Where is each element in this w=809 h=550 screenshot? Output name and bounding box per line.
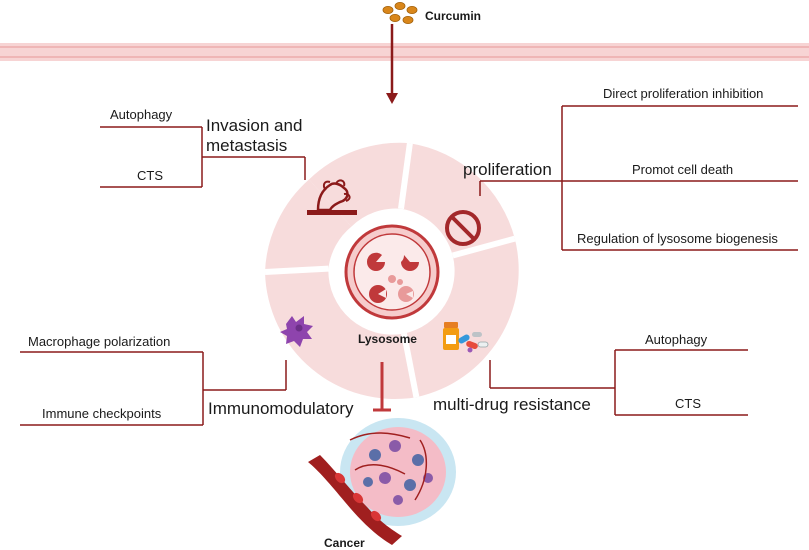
invasion-item: CTS — [137, 168, 163, 183]
proliferation-title: proliferation — [463, 160, 552, 179]
curcumin-label: Curcumin — [425, 9, 482, 23]
connector-lines — [20, 105, 798, 426]
proliferation-item: Direct proliferation inhibition — [603, 86, 764, 101]
invasion-title-line1: Invasion and — [206, 116, 303, 135]
immuno-item: Macrophage polarization — [28, 334, 171, 349]
mdr-title: multi-drug resistance — [433, 395, 591, 414]
invasion-title-line2: metastasis — [206, 136, 288, 155]
cell-membrane — [0, 43, 809, 61]
macrophage-icon — [280, 316, 313, 347]
ring-gaps — [264, 142, 516, 398]
lysosome-label: Lysosome — [358, 332, 417, 346]
inhibition-line — [373, 362, 391, 412]
prohibition-icon — [445, 210, 481, 246]
cancer-label: Cancer — [324, 536, 365, 550]
invasion-metastasis-icon — [307, 179, 357, 215]
entry-arrow — [386, 24, 398, 104]
mdr-item: Autophagy — [645, 332, 708, 347]
cancer-tumor-icon — [308, 418, 456, 545]
curcumin-icon — [382, 2, 418, 24]
mdr-item: CTS — [675, 396, 701, 411]
pill-bottle-icon — [443, 322, 489, 353]
lysosome-icon — [340, 221, 444, 325]
proliferation-item: Promot cell death — [632, 162, 734, 177]
proliferation-item: Regulation of lysosome biogenesis — [577, 231, 778, 246]
immuno-item: Immune checkpoints — [42, 406, 162, 421]
invasion-item: Autophagy — [110, 107, 173, 122]
immuno-title: Immunomodulatory — [208, 399, 354, 418]
